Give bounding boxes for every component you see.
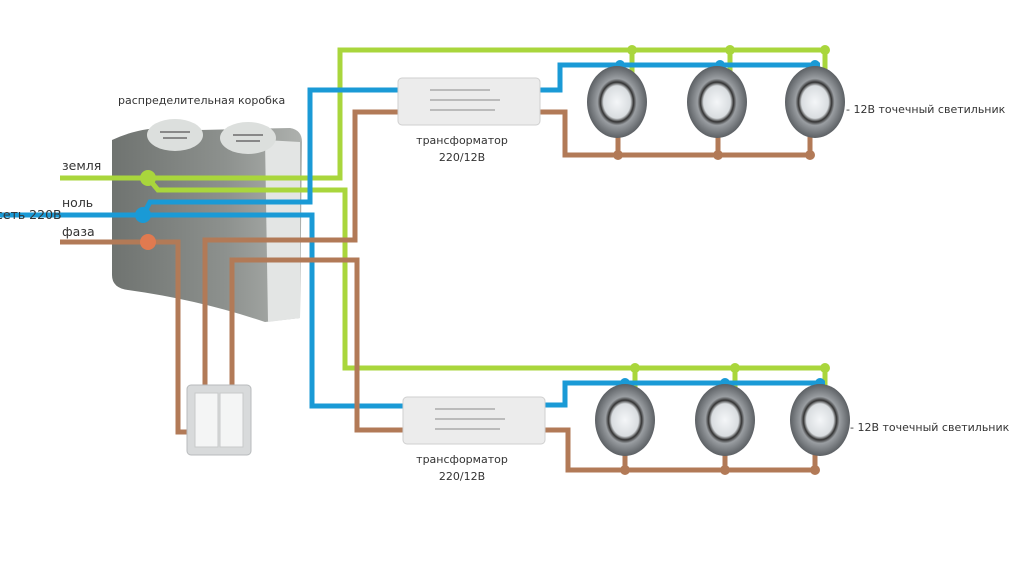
- spotlight-top-label: - 12В точечный светильник: [846, 103, 1006, 116]
- ground-label: земля: [62, 158, 101, 173]
- transformer-icon: [402, 396, 546, 445]
- phase-label: фаза: [62, 224, 95, 239]
- connection-dots: [613, 45, 830, 475]
- neutral-label: ноль: [62, 195, 93, 210]
- neutral-junction: [135, 207, 151, 223]
- transformer-top-label: трансформатор: [416, 134, 508, 147]
- ground-junction: [140, 170, 156, 186]
- spotlight-icon: [785, 66, 845, 138]
- spotlight-icon: [595, 384, 655, 456]
- spotlight-bottom-label: - 12В точечный светильник: [850, 421, 1010, 434]
- transformer-bottom-label: трансформатор: [416, 453, 508, 466]
- double-switch-icon: [186, 384, 252, 456]
- spotlights-bottom: [595, 384, 850, 456]
- transformer-top-rating: 220/12В: [439, 151, 485, 164]
- spotlights-top: [587, 66, 845, 138]
- junction-box-label: распределительная коробка: [118, 94, 285, 107]
- transformer-bottom-rating: 220/12В: [439, 470, 485, 483]
- spotlight-icon: [695, 384, 755, 456]
- transformer-icon: [397, 77, 541, 126]
- spotlight-icon: [587, 66, 647, 138]
- phase-junction: [140, 234, 156, 250]
- spotlight-icon: [687, 66, 747, 138]
- spotlight-icon: [790, 384, 850, 456]
- mains-label: сеть 220В: [0, 207, 62, 222]
